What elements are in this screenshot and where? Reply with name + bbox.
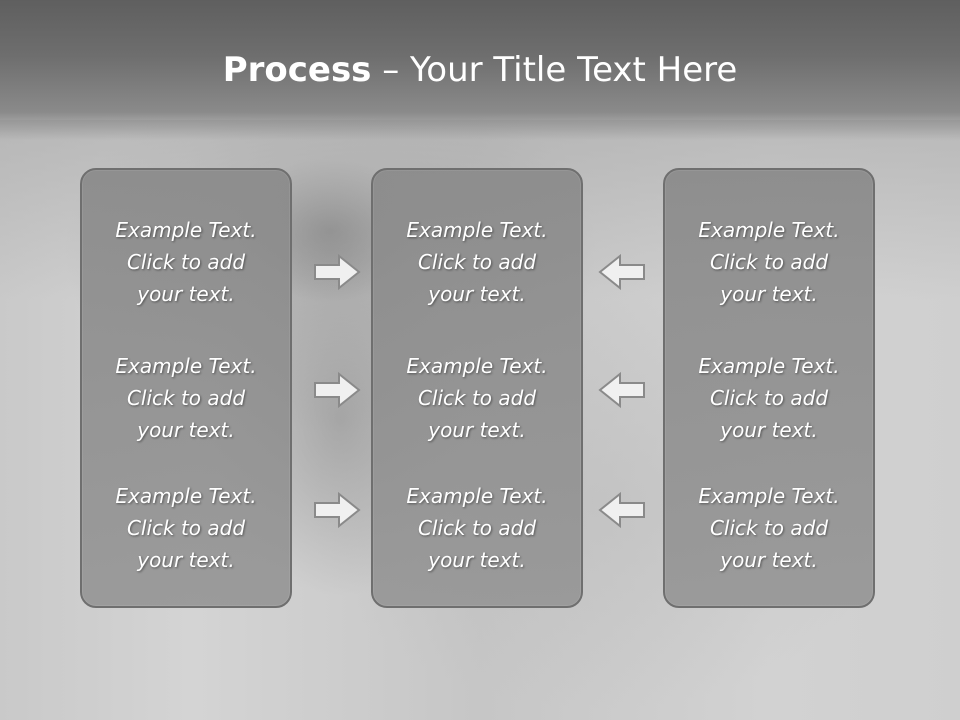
- process-panel-middle[interactable]: Example Text. Click to add your text. Ex…: [371, 168, 583, 608]
- text-placeholder[interactable]: Example Text. Click to add your text.: [82, 480, 290, 576]
- text-line: Example Text.: [406, 218, 548, 242]
- title-rest: – Your Title Text Here: [371, 50, 738, 90]
- text-placeholder[interactable]: Example Text. Click to add your text.: [82, 214, 290, 310]
- text-line: your text.: [428, 418, 526, 442]
- process-panel-left[interactable]: Example Text. Click to add your text. Ex…: [80, 168, 292, 608]
- text-placeholder[interactable]: Example Text. Click to add your text.: [665, 214, 873, 310]
- text-line: your text.: [720, 418, 818, 442]
- text-placeholder[interactable]: Example Text. Click to add your text.: [373, 350, 581, 446]
- title-bold: Process: [222, 50, 372, 90]
- text-line: your text.: [137, 548, 235, 572]
- text-line: your text.: [137, 282, 235, 306]
- arrow-left-icon: [598, 253, 645, 291]
- text-line: Click to add: [126, 516, 246, 540]
- arrow-left-icon: [598, 371, 645, 409]
- text-placeholder[interactable]: Example Text. Click to add your text.: [665, 480, 873, 576]
- text-line: Example Text.: [115, 484, 257, 508]
- text-line: Example Text.: [406, 484, 548, 508]
- arrow-left-icon: [598, 491, 645, 529]
- text-line: Example Text.: [698, 218, 840, 242]
- text-line: Click to add: [417, 516, 537, 540]
- text-line: Click to add: [709, 516, 829, 540]
- text-line: Example Text.: [115, 218, 257, 242]
- text-placeholder[interactable]: Example Text. Click to add your text.: [665, 350, 873, 446]
- text-line: Click to add: [126, 386, 246, 410]
- text-line: Example Text.: [698, 484, 840, 508]
- text-line: your text.: [428, 282, 526, 306]
- slide-title[interactable]: Process – Your Title Text Here: [0, 50, 960, 90]
- text-line: Example Text.: [698, 354, 840, 378]
- arrow-right-icon: [314, 253, 361, 291]
- text-line: Example Text.: [406, 354, 548, 378]
- text-line: your text.: [720, 548, 818, 572]
- text-line: your text.: [428, 548, 526, 572]
- text-line: Click to add: [417, 250, 537, 274]
- arrow-right-icon: [314, 371, 361, 409]
- text-placeholder[interactable]: Example Text. Click to add your text.: [373, 480, 581, 576]
- text-line: Click to add: [417, 386, 537, 410]
- title-band: [0, 0, 960, 140]
- text-line: Click to add: [126, 250, 246, 274]
- text-line: your text.: [137, 418, 235, 442]
- text-line: Example Text.: [115, 354, 257, 378]
- process-panel-right[interactable]: Example Text. Click to add your text. Ex…: [663, 168, 875, 608]
- text-placeholder[interactable]: Example Text. Click to add your text.: [82, 350, 290, 446]
- text-line: Click to add: [709, 386, 829, 410]
- text-line: your text.: [720, 282, 818, 306]
- text-line: Click to add: [709, 250, 829, 274]
- text-placeholder[interactable]: Example Text. Click to add your text.: [373, 214, 581, 310]
- arrow-right-icon: [314, 491, 361, 529]
